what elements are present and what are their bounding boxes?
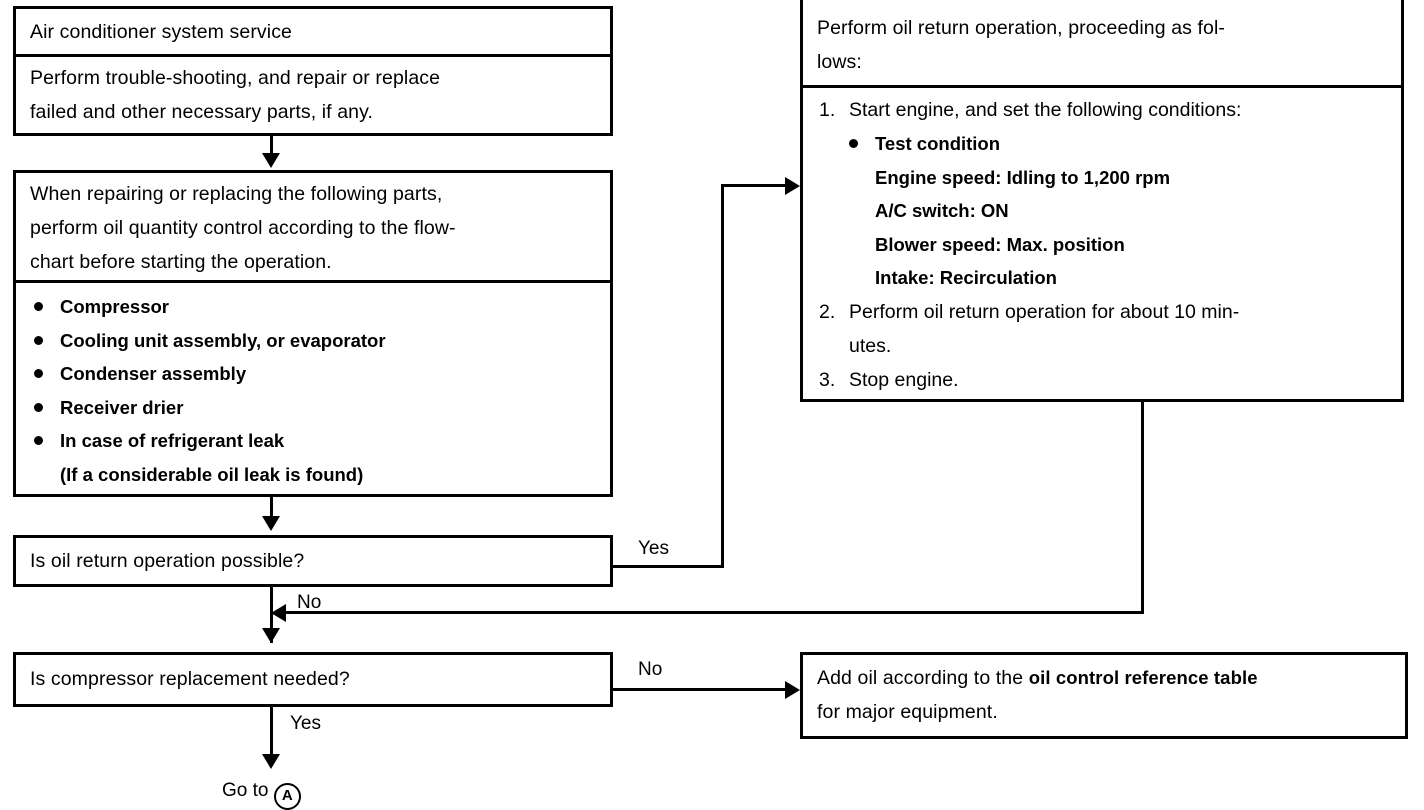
arrowhead-return-oil-return [271, 604, 286, 622]
add-oil-line-1: Add oil according to the oil control ref… [817, 661, 1402, 695]
connector-node1-to-node2 [270, 136, 273, 156]
terminal-go-to-reference: Go to A [222, 780, 301, 810]
numbered-step: 3. Stop engine. [819, 363, 1404, 397]
bullet-icon [34, 324, 60, 358]
step-marker: 2. [819, 300, 836, 323]
list-item-label: Condenser assembly [60, 363, 247, 384]
condition-label: Intake: Recirculation [875, 267, 1057, 288]
numbered-step: 1. Start engine, and set the following co… [819, 93, 1404, 127]
edge-return-oil-return-vertical [1141, 399, 1144, 614]
condition-item: Engine speed: Idling to 1,200 rpm [875, 161, 1404, 195]
edge-yes-oil-return-vertical [721, 184, 724, 567]
list-item-continuation-label: (If a considerable oil leak is found) [60, 463, 364, 485]
decision-label: Is compressor replacement needed? [30, 668, 350, 690]
arrowhead-node1-to-node2 [262, 153, 280, 168]
node-perform-oil-return-operation: Perform oil return operation, proceeding… [800, 0, 1404, 402]
step-marker: 1. [819, 99, 836, 121]
condition-item: Blower speed: Max. position [875, 228, 1404, 262]
arrowhead-yes-compressor [262, 754, 280, 769]
node-oil-quantity-control-parts: When repairing or replacing the followin… [13, 170, 613, 497]
oil-return-header-divider [803, 85, 1401, 88]
arrowhead-node2-to-decision-oil-return [262, 516, 280, 531]
numbered-step-continuation: utes. [819, 329, 1404, 363]
parts-intro-line-2: perform oil quantity control according t… [30, 217, 456, 239]
list-item: Compressor [34, 290, 604, 324]
node-header-divider [16, 54, 610, 57]
list-item: In case of refrigerant leak [34, 424, 604, 458]
edge-no-compressor-horizontal [613, 688, 787, 691]
list-item-label: In case of refrigerant leak [60, 430, 285, 451]
edge-yes-compressor-vertical [270, 707, 273, 761]
oil-return-header-line-1: Perform oil return operation, proceeding… [817, 17, 1226, 39]
connector-node2-to-decision-oil-return [270, 497, 273, 519]
step-label: utes. [849, 334, 892, 357]
node-header-text: Air conditioner system service [30, 21, 293, 43]
node-add-oil-reference-table: Add oil according to the oil control ref… [800, 652, 1408, 739]
condition-label: Engine speed: Idling to 1,200 rpm [875, 166, 1171, 188]
condition-bullet: Test condition [849, 127, 1404, 161]
node-body-line-2: failed and other necessary parts, if any… [30, 101, 374, 123]
numbered-step: 2. Perform oil return operation for about… [819, 295, 1404, 329]
list-item-label: Cooling unit assembly, or evaporator [60, 329, 386, 351]
bullet-icon [34, 424, 60, 458]
condition-item: Intake: Recirculation [875, 261, 1404, 295]
parts-intro-line-3: chart before starting the operation. [30, 251, 332, 273]
condition-bullet-label: Test condition [875, 133, 1001, 154]
edge-yes-oil-return-horizontal [613, 565, 724, 568]
edge-yes-oil-return-into-node [721, 184, 787, 187]
list-item: Condenser assembly [34, 357, 604, 391]
condition-label: Blower speed: Max. position [875, 233, 1125, 255]
condition-item: A/C switch: ON [875, 194, 1404, 228]
parts-list-divider [16, 280, 610, 283]
edge-return-oil-return-horizontal [285, 611, 1144, 614]
node-body-line-1: Perform trouble-shooting, and repair or … [30, 67, 441, 89]
list-item-label: Receiver drier [60, 396, 184, 418]
oil-return-header-line-2: lows: [817, 51, 862, 73]
node-air-conditioner-system-service: Air conditioner system service Perform t… [13, 6, 613, 136]
arrowhead-no-compressor [785, 681, 800, 699]
edge-label-no-oil-return: No [297, 592, 322, 613]
arrowhead-yes-oil-return [785, 177, 800, 195]
bullet-icon [849, 127, 875, 161]
edge-label-yes-oil-return: Yes [638, 538, 669, 559]
bullet-icon [34, 357, 60, 391]
list-item: Receiver drier [34, 391, 604, 425]
bullet-icon [34, 290, 60, 324]
bullet-icon [34, 391, 60, 425]
decision-is-oil-return-operation-possible: Is oil return operation possible? [13, 535, 613, 587]
step-marker: 3. [819, 368, 836, 391]
reference-circle-a: A [273, 783, 301, 810]
parts-intro-line-1: When repairing or replacing the followin… [30, 183, 443, 205]
add-oil-line-2: for major equipment. [817, 701, 998, 723]
list-item-continuation: (If a considerable oil leak is found) [34, 458, 604, 492]
step-label: Perform oil return operation for about 1… [849, 300, 1240, 323]
add-oil-line-1-prefix: Add oil according to the [817, 667, 1029, 689]
terminal-label: Go to [222, 780, 269, 801]
edge-label-no-compressor: No [638, 659, 663, 680]
edge-label-yes-compressor: Yes [290, 713, 321, 734]
decision-label: Is oil return operation possible? [30, 550, 305, 572]
add-oil-reference-table-emphasis: oil control reference table [1028, 667, 1258, 688]
step-label: Stop engine. [849, 368, 959, 391]
list-item: Cooling unit assembly, or evaporator [34, 324, 604, 358]
list-item-label: Compressor [60, 296, 169, 317]
condition-label: A/C switch: ON [875, 200, 1009, 221]
step-label: Start engine, and set the following cond… [849, 99, 1242, 121]
decision-is-compressor-replacement-needed: Is compressor replacement needed? [13, 652, 613, 707]
arrowhead-no-oil-return [262, 628, 280, 643]
